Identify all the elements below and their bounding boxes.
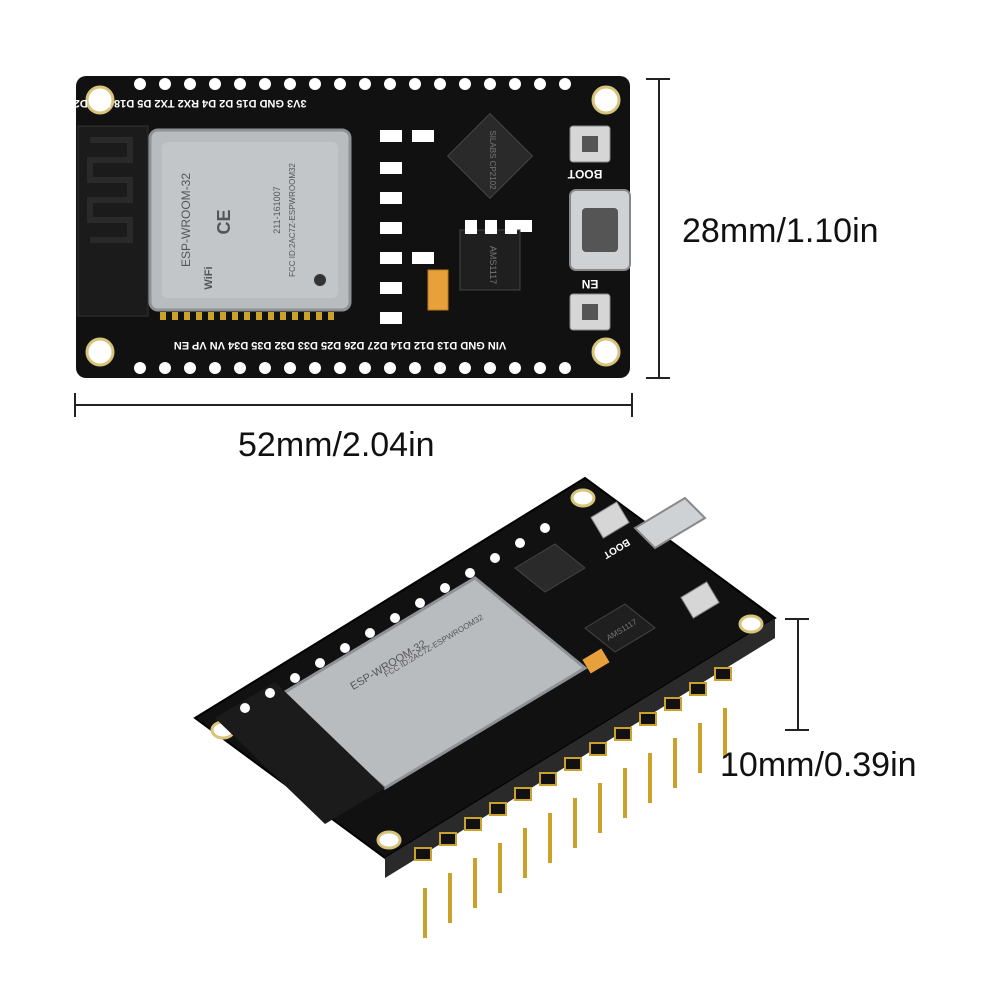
thickness-dimension-tick-top <box>785 618 809 620</box>
module-name: ESP-WROOM-32 <box>179 173 193 267</box>
fcc-id: FCC ID:2AC7Z-ESPWROOM32 <box>288 163 297 277</box>
module-id: 211-161007 <box>272 186 282 233</box>
top-pin-labels: 3V3 GND D15 D2 D4 RX2 TX2 D5 D18 D19 D21… <box>70 97 307 109</box>
bottom-pin-labels: VIN GND D13 D12 D14 D27 D26 D25 D33 D32 … <box>174 339 506 351</box>
thickness-label: 10mm/0.39in <box>720 746 917 784</box>
wifi-mark: WiFi <box>203 266 215 289</box>
height-label: 28mm/1.10in <box>682 212 879 250</box>
height-dimension-line <box>658 78 660 378</box>
board-angled-view: ESP-WROOM-32 FCC ID:2AC7Z-ESPWROOM32 AMS… <box>193 476 777 938</box>
boot-label: BOOT <box>567 167 602 181</box>
en-label: EN <box>582 277 599 291</box>
width-dimension-line <box>74 404 632 406</box>
height-dimension-tick-bottom <box>646 377 670 379</box>
thickness-dimension-tick-bottom <box>785 729 809 731</box>
thickness-dimension-line <box>797 618 799 730</box>
width-label: 52mm/2.04in <box>238 426 435 464</box>
ce-mark: CE <box>214 209 234 234</box>
board-top-view: 3V3 GND D15 D2 D4 RX2 TX2 D5 D18 D19 D21… <box>70 76 631 378</box>
height-dimension-tick-top <box>646 78 670 80</box>
regulator-label: AMS1117 <box>488 246 498 284</box>
width-dimension-tick-right <box>631 393 633 417</box>
usb-chip-label: SILABS CP2102 <box>488 130 497 190</box>
width-dimension-tick-left <box>74 393 76 417</box>
